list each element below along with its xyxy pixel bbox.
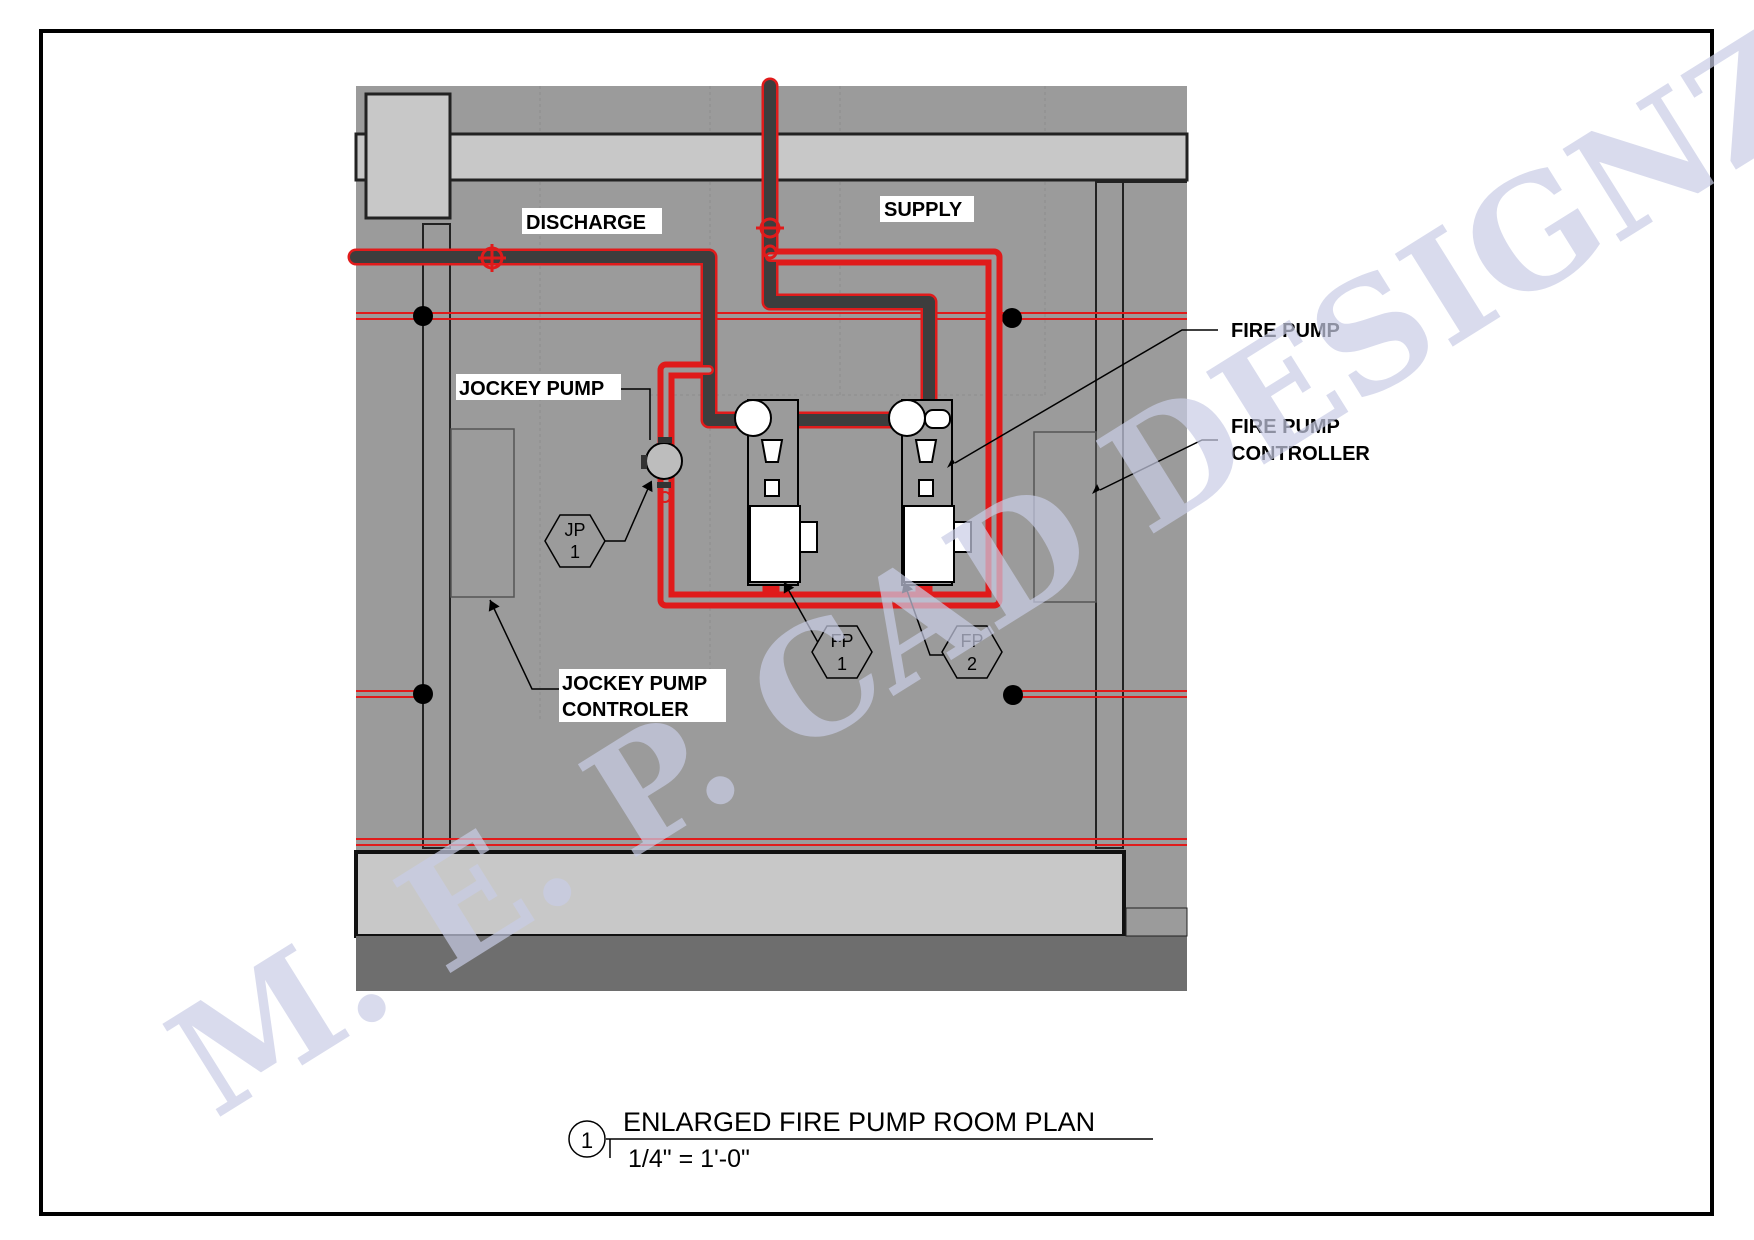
view-scale: 1/4" = 1'-0" xyxy=(628,1145,750,1173)
tag-fp-2-number: 2 xyxy=(967,654,977,674)
leader-arrows xyxy=(488,458,1100,612)
drawing-labels: DISCHARGE SUPPLY JOCKEY PUMP FIRE PUMP F… xyxy=(456,196,1370,722)
valve-icon xyxy=(478,244,506,272)
jockey-pump-controller-panel xyxy=(450,428,515,598)
view-title: ENLARGED FIRE PUMP ROOM PLAN xyxy=(623,1107,1095,1137)
tag-jp-1-number: 1 xyxy=(570,542,580,562)
label-jockey-pump-controller-line1: JOCKEY PUMP xyxy=(562,673,707,695)
tag-jp-1: JP 1 xyxy=(544,514,606,568)
view-number-bubble xyxy=(568,1120,606,1158)
tag-fp-2-code: FP xyxy=(960,631,983,651)
label-fire-pump: FIRE PUMP xyxy=(1231,320,1340,342)
bottom-wall xyxy=(354,850,1126,938)
fire-pump-2 xyxy=(888,399,972,586)
tag-fp-1: FP 1 xyxy=(811,625,873,679)
label-discharge: DISCHARGE xyxy=(526,212,646,234)
label-fire-pump-controller-line1: FIRE PUMP xyxy=(1231,416,1340,438)
tag-fp-2: FP 2 xyxy=(941,625,1003,679)
label-supply: SUPPLY xyxy=(884,199,963,221)
valve-icon xyxy=(756,217,784,260)
label-jockey-pump-controller-line2: CONTROLER xyxy=(562,699,689,721)
left-column xyxy=(422,223,451,849)
fire-pump-1 xyxy=(734,399,818,586)
tag-jp-1-code: JP xyxy=(564,520,585,540)
label-jockey-pump: JOCKEY PUMP xyxy=(459,378,604,400)
top-left-column xyxy=(364,92,452,220)
fire-pump-controller-panel xyxy=(1033,431,1097,603)
bottom-slab xyxy=(356,936,1187,991)
plan-view xyxy=(347,77,1189,991)
label-fire-pump-controller-line2: CONTROLLER xyxy=(1231,443,1370,465)
tag-fp-1-number: 1 xyxy=(837,654,847,674)
jockey-pump xyxy=(641,437,683,503)
view-number: 1 xyxy=(581,1128,593,1153)
tag-fp-1-code: FP xyxy=(830,631,853,651)
title-block: 1 ENLARGED FIRE PUMP ROOM PLAN 1/4" = 1'… xyxy=(568,1107,1153,1173)
